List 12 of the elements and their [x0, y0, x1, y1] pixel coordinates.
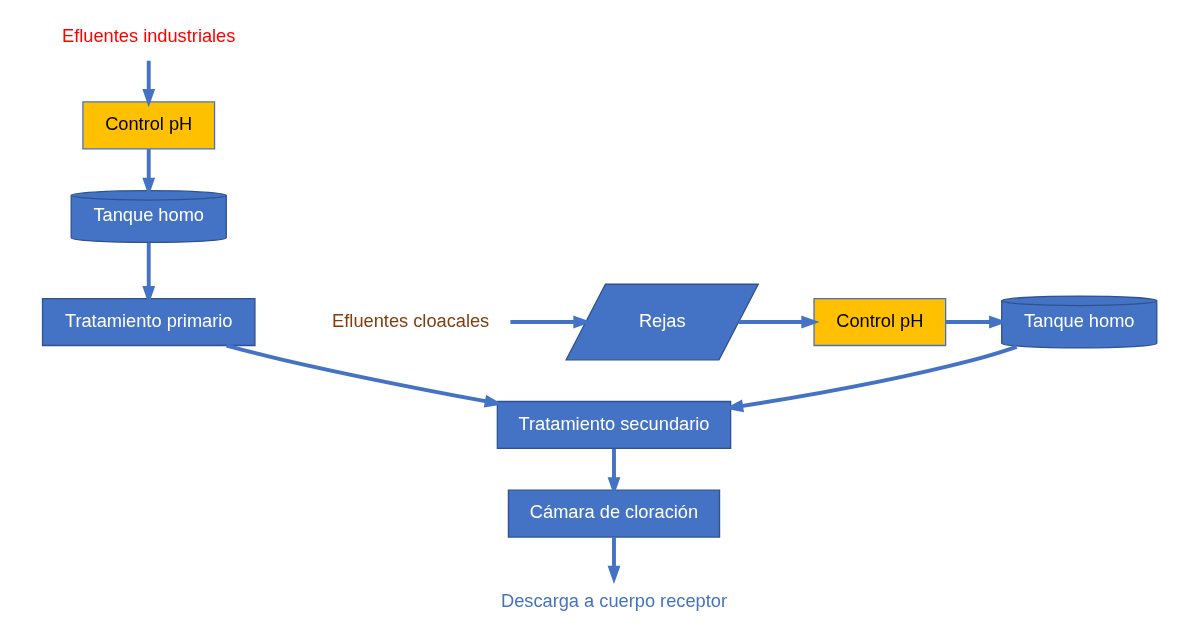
node-text: Efluentes industriales	[61, 24, 235, 46]
node-box: Tratamiento secundario	[496, 400, 731, 450]
node-text: Descarga a cuerpo receptor	[500, 590, 727, 612]
node-box: Tratamiento primario	[41, 297, 256, 347]
node-box: Control pH	[81, 101, 215, 150]
node-text: Efluentes cloacales	[331, 309, 489, 331]
node-box: Cámara de cloración	[507, 489, 720, 538]
arrow	[607, 537, 620, 585]
arrow	[141, 60, 155, 108]
arrow	[738, 315, 820, 329]
node-box: Control pH	[812, 297, 946, 347]
arrow	[225, 343, 503, 408]
